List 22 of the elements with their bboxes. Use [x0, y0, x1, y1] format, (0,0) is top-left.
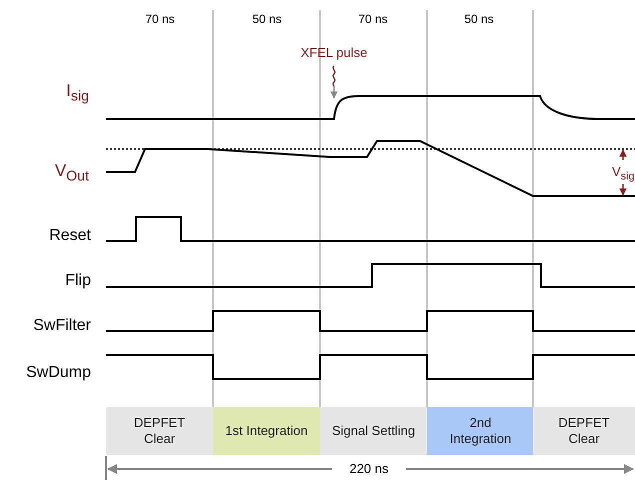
duration-label: 70 ns — [358, 13, 388, 25]
phase-box — [320, 407, 427, 455]
phase-box — [213, 407, 320, 455]
signal-name: Reset — [49, 228, 91, 244]
phase-label: 2nd Integration — [448, 415, 512, 447]
duration-label: 70 ns — [145, 13, 175, 25]
signal-name: I$_{sig}$ — [66, 82, 89, 104]
phase-box — [106, 407, 213, 455]
phase-label: 1st Integration — [224, 423, 308, 439]
duration-label: 50 ns — [464, 13, 494, 25]
phase-box — [533, 407, 635, 455]
phase-label: Signal Settling — [332, 423, 416, 439]
phase-label: DEPFET Clear — [132, 415, 186, 447]
duration-label: 50 ns — [252, 13, 282, 25]
signal-name: SwFilter — [33, 318, 91, 334]
phase-label: DEPFET Clear — [557, 415, 611, 447]
signal-name: V$_{Out}$ — [54, 162, 89, 184]
signal-name: Flip — [65, 273, 91, 289]
signal-name: SwDump — [26, 365, 91, 381]
dimension-label: V$_{sig}$ — [612, 165, 635, 182]
pulse-label: XFEL pulse — [300, 46, 368, 59]
phase-box — [427, 407, 534, 455]
